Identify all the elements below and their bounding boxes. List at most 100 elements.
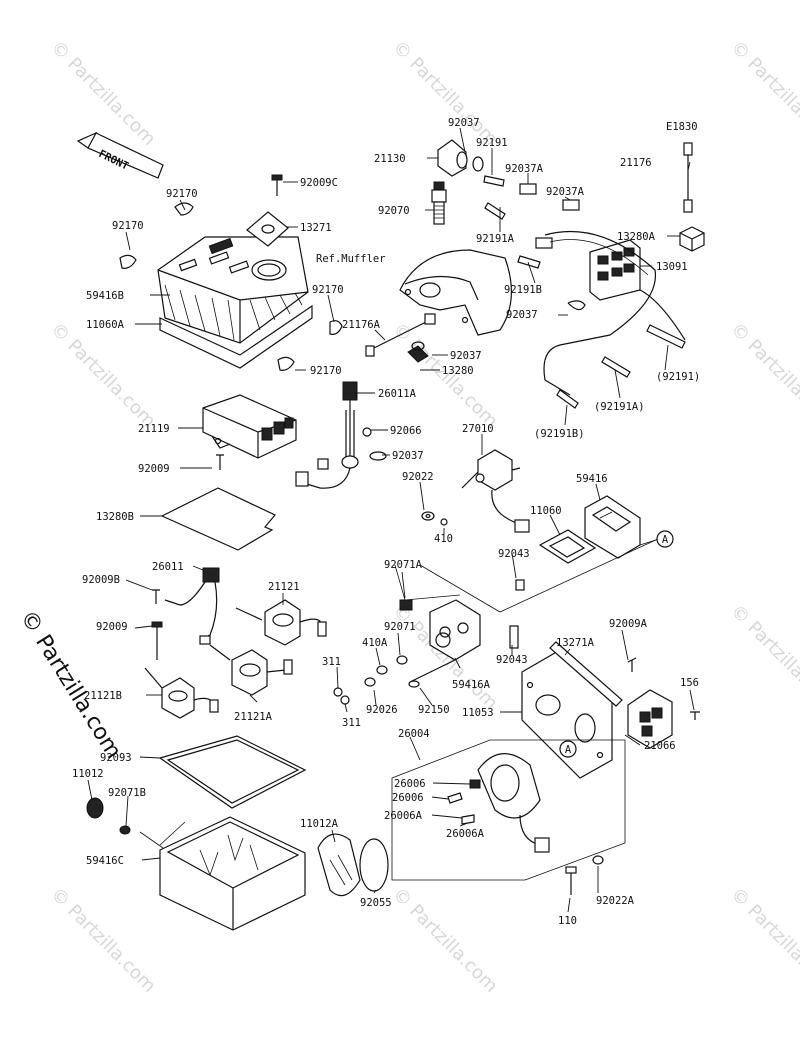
watermark-text: © Partzilla.com bbox=[388, 884, 501, 997]
tubes-part bbox=[483, 175, 580, 269]
part-number-label: 21119 bbox=[138, 423, 170, 435]
part-number-label: 26006A bbox=[446, 828, 485, 840]
part-number-label: 11053 bbox=[462, 707, 494, 719]
screw-part bbox=[690, 711, 700, 720]
part-number-label: 21176 bbox=[620, 157, 652, 169]
pad-part bbox=[160, 487, 276, 551]
part-number-label: 13271A bbox=[556, 637, 595, 649]
part-number-label: 13271 bbox=[300, 222, 332, 234]
watermark-text: © Partzilla.com bbox=[388, 37, 501, 150]
part-number-label: 59416B bbox=[86, 290, 124, 302]
harness-part bbox=[295, 381, 387, 489]
part-number-label: 92071A bbox=[384, 559, 423, 571]
cap-part bbox=[86, 797, 104, 819]
part-number-label: 92037A bbox=[546, 186, 585, 198]
grommet-part bbox=[119, 825, 131, 835]
part-number-label: 92009B bbox=[82, 574, 120, 586]
diagram-code-label: E1830 bbox=[666, 121, 698, 133]
gasket-small-part bbox=[538, 529, 597, 564]
washer-part bbox=[364, 677, 376, 687]
part-number-label: 92022A bbox=[596, 895, 635, 907]
part-number-label: 59416C bbox=[86, 855, 124, 867]
coil-harness-part bbox=[164, 567, 220, 645]
nut-part bbox=[396, 655, 408, 665]
bolt-part bbox=[409, 659, 456, 683]
part-number-label: 92191A bbox=[476, 233, 515, 245]
part-number-label: 26004 bbox=[398, 728, 430, 740]
part-number-label: 92009C bbox=[300, 177, 338, 189]
part-number-label: 21121A bbox=[234, 711, 273, 723]
switch-part bbox=[461, 449, 530, 533]
part-number-label: 26006 bbox=[394, 778, 426, 790]
part-number-label: 92009 bbox=[96, 621, 128, 633]
block-part bbox=[679, 226, 705, 252]
bolt-head-part bbox=[408, 680, 420, 688]
callout-line bbox=[394, 564, 461, 601]
part-number-label: (92191A) bbox=[594, 401, 645, 413]
part-number-label: 26011A bbox=[378, 388, 417, 400]
clamp-part bbox=[119, 202, 343, 371]
part-number-label: 11060 bbox=[530, 505, 562, 517]
watermark-text: © Partzilla.com bbox=[726, 884, 800, 997]
watermark-text: © Partzilla.com bbox=[726, 37, 800, 150]
gasket-part bbox=[159, 304, 313, 369]
part-labels: E1830 92009C 13271 92170 92170 59416B 11… bbox=[72, 117, 700, 927]
ignition-coil-part bbox=[144, 667, 219, 719]
screw-part bbox=[567, 869, 575, 895]
part-number-label: 92022 bbox=[402, 471, 434, 483]
part-number-label: 92055 bbox=[360, 897, 392, 909]
part-number-label: 92009 bbox=[138, 463, 170, 475]
knob-cap-part bbox=[317, 833, 361, 897]
part-number-label: 21176A bbox=[342, 319, 381, 331]
svg-text:A: A bbox=[565, 744, 572, 756]
part-number-label: 13280A bbox=[617, 231, 656, 243]
part-number-label: 11012 bbox=[72, 768, 104, 780]
screw-part bbox=[627, 657, 637, 672]
spacer-part bbox=[509, 625, 519, 649]
harness-box-part bbox=[391, 739, 626, 881]
part-number-label: 92037 bbox=[392, 450, 424, 462]
part-number-label: (92191) bbox=[656, 371, 700, 383]
part-number-label: 21130 bbox=[374, 153, 406, 165]
part-number-label: 110 bbox=[558, 915, 577, 927]
callout-a-marker: A bbox=[656, 530, 674, 548]
callout-line bbox=[139, 821, 186, 849]
part-number-label: 92026 bbox=[366, 704, 398, 716]
relay-part bbox=[627, 689, 673, 749]
cdi-unit-part bbox=[202, 394, 297, 470]
part-number-label: 13280 bbox=[442, 365, 474, 377]
reference-label: Ref.Muffler bbox=[316, 253, 386, 265]
part-number-label: 410A bbox=[362, 637, 388, 649]
part-number-label: 92037A bbox=[505, 163, 544, 175]
nut-part bbox=[333, 687, 343, 697]
part-number-label: 410 bbox=[434, 533, 453, 545]
bracket-part bbox=[549, 641, 623, 707]
part-number-label: 21066 bbox=[644, 740, 676, 752]
part-number-label: 92170 bbox=[112, 220, 144, 232]
part-number-label: 21121B bbox=[84, 690, 122, 702]
leader-lines bbox=[87, 127, 695, 913]
nut-part bbox=[340, 695, 350, 705]
spark-plug-part bbox=[431, 181, 447, 225]
part-number-label: 92070 bbox=[378, 205, 410, 217]
part-number-label: 156 bbox=[680, 677, 699, 689]
part-number-label: 311 bbox=[322, 656, 341, 668]
callout-a-marker: A bbox=[559, 740, 577, 758]
part-number-label: 92037 bbox=[448, 117, 480, 129]
screw-head-part bbox=[565, 866, 577, 874]
part-number-label: 92170 bbox=[166, 188, 198, 200]
sensor-part bbox=[365, 313, 436, 363]
washer-part bbox=[421, 511, 448, 526]
part-number-label: 92071B bbox=[108, 787, 146, 799]
part-number-label: 92043 bbox=[498, 548, 530, 560]
part-number-label: 26006 bbox=[392, 792, 424, 804]
part-number-label: 92043 bbox=[496, 654, 528, 666]
holder-part bbox=[429, 599, 481, 661]
part-number-label: 11060A bbox=[86, 319, 125, 331]
part-number-label: 27010 bbox=[462, 423, 494, 435]
watermark-text: © Partzilla.com bbox=[46, 37, 159, 150]
watermark-text: © Partzilla.com bbox=[46, 884, 159, 997]
part-number-label: 26011 bbox=[152, 561, 184, 573]
ignition-coil-part bbox=[209, 644, 293, 696]
